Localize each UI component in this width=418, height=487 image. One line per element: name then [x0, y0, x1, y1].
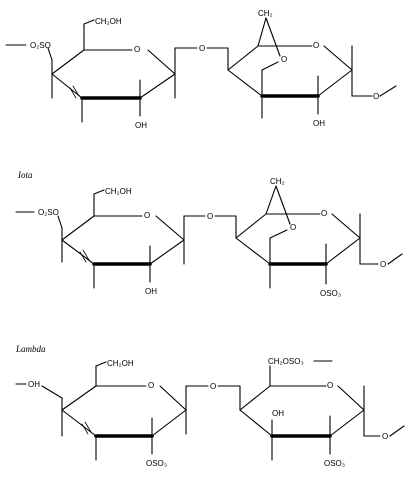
unit-1-galactose: O CH₂OH O₂SO OH O [5, 17, 229, 130]
sulfate-label: OSO₃ [320, 289, 341, 298]
ring-oxygen: O [144, 211, 150, 220]
bridge-oxygen: O [281, 55, 287, 64]
hydroxyl-label: OH [145, 287, 157, 296]
glycosidic-oxygen: O [207, 212, 213, 221]
ch2oh-label: CH₂OH [107, 359, 134, 368]
hydroxyl-label: OH [313, 119, 325, 128]
ch2oh-label: CH₂OH [105, 187, 132, 196]
end-oxygen: O [380, 260, 386, 269]
sulfate-top-label: CH₂OSO₃ [268, 357, 304, 366]
sulfate-label: OSO₃ [146, 459, 167, 468]
hydroxyl-label: OH [135, 121, 147, 130]
unit-2-anhydrogalactose: O CH₂ O OH O [227, 9, 397, 128]
end-oxygen: O [373, 92, 379, 101]
structure-2: O CH₂OH O₂SO OH O [15, 177, 403, 298]
ch2-label: CH₂ [258, 9, 273, 18]
unit-2-anhydrogalactose: O CH₂ O OSO₃ O [235, 177, 403, 298]
bridge-oxygen: O [290, 223, 296, 232]
ch2-label: CH₂ [270, 177, 285, 186]
hydroxyl-label: OH [272, 409, 284, 418]
sulfate-label: O₂SO [38, 208, 59, 217]
structure-1: O CH₂OH O₂SO OH O [5, 9, 397, 130]
unit-2-galactose-disulfate: O CH₂OSO₃ OH OSO₃ O [239, 357, 405, 468]
unit-1-galactose: O CH₂OH O₂SO OH O [15, 187, 237, 296]
structure-3: O CH₂OH OH OSO₃ O [15, 357, 405, 468]
hydroxyl-label: OH [28, 380, 40, 389]
ring-oxygen: O [321, 209, 327, 218]
sulfate-label: OSO₃ [324, 459, 345, 468]
ch2oh-label: CH₂OH [95, 17, 122, 26]
ring-oxygen: O [134, 45, 140, 54]
unit-1-galactose: O CH₂OH OH OSO₃ O [15, 359, 241, 468]
glycosidic-oxygen: O [210, 382, 216, 391]
sulfate-label: O₂SO [30, 41, 51, 50]
section-caption-iota: Iota [17, 170, 33, 180]
ring-oxygen: O [327, 381, 333, 390]
section-caption-lambda: Lambda [15, 344, 46, 354]
ring-oxygen: O [313, 41, 319, 50]
ring-oxygen: O [148, 381, 154, 390]
glycosidic-oxygen: O [199, 44, 205, 53]
end-oxygen: O [382, 432, 388, 441]
